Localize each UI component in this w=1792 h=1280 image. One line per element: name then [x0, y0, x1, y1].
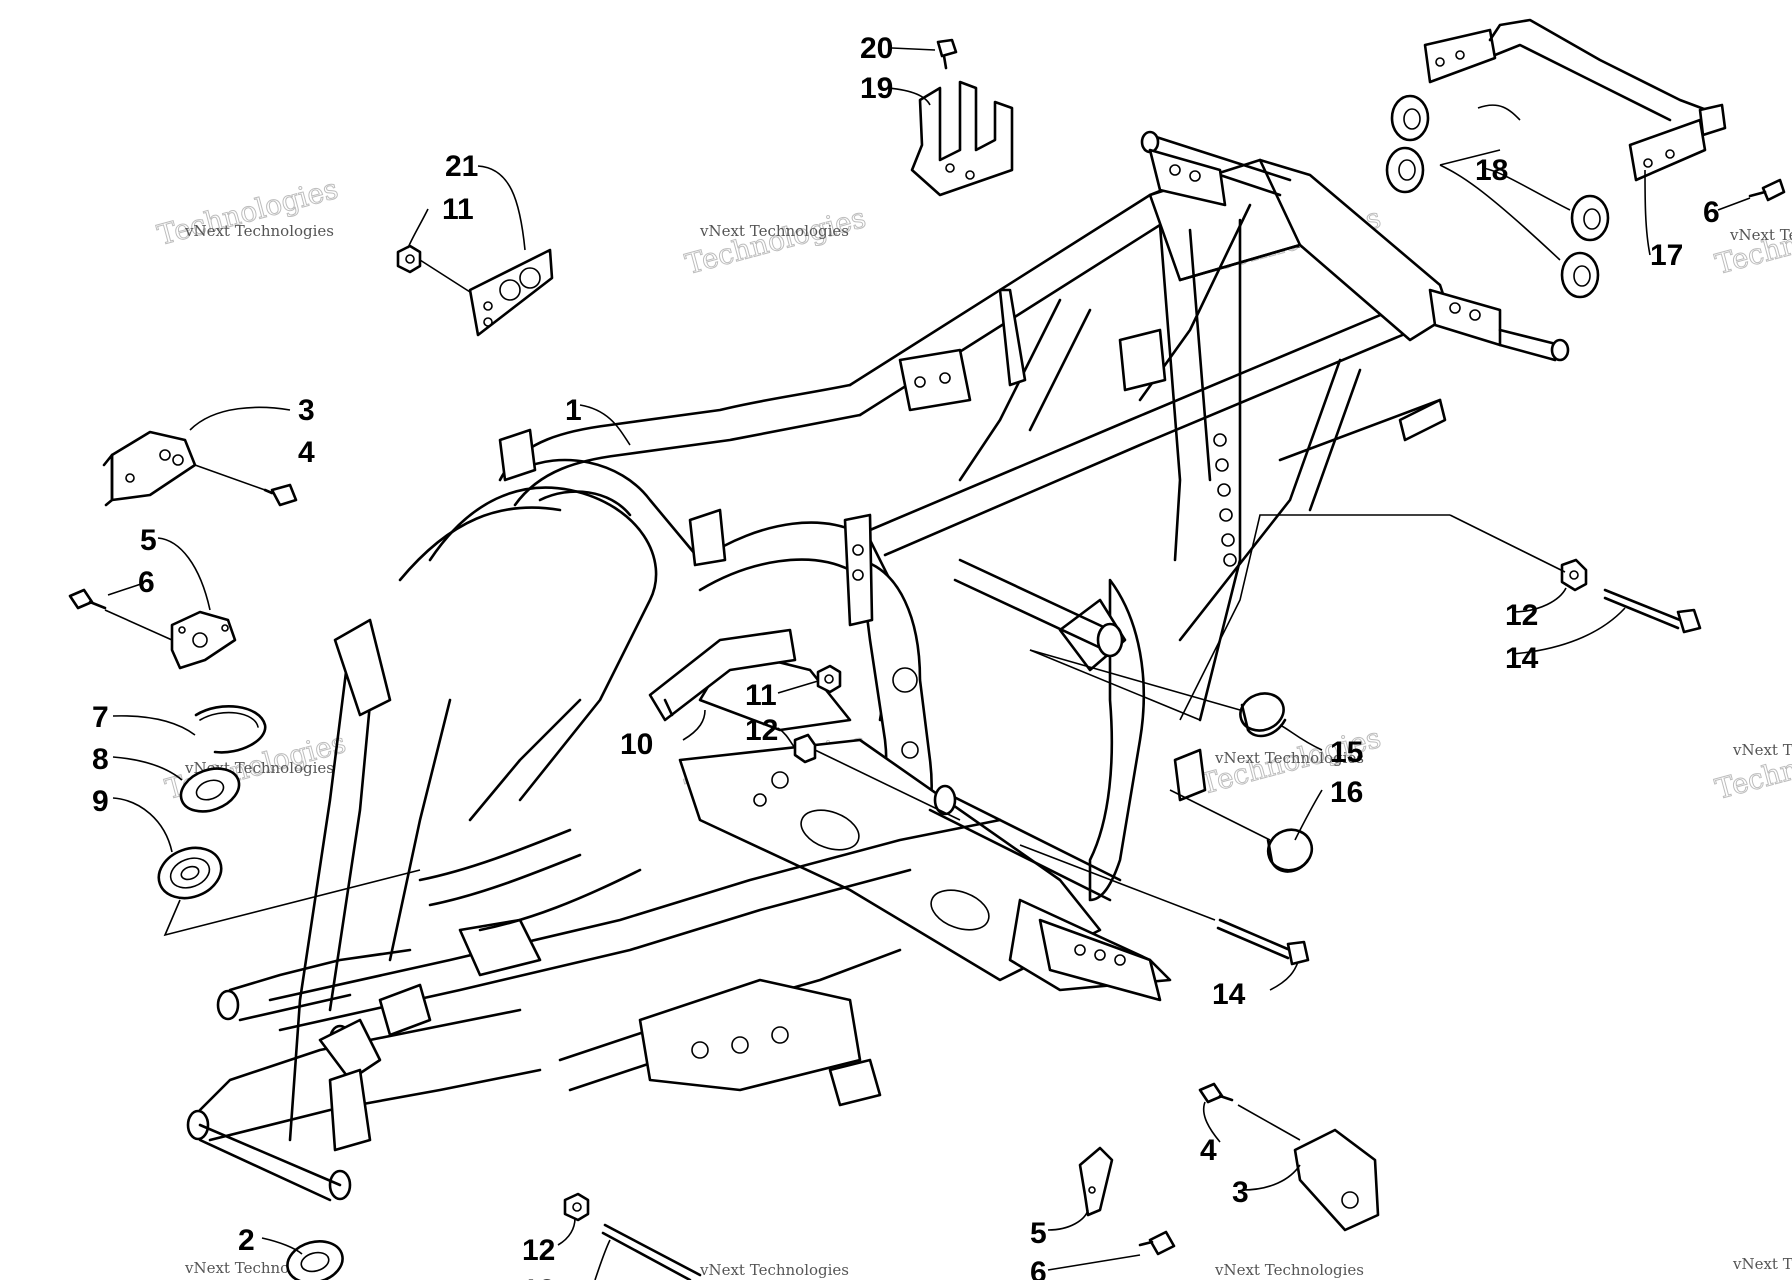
part-5-bracket	[1078, 1146, 1114, 1217]
callout-21: 21	[445, 150, 478, 183]
callout-2: 2	[238, 1224, 255, 1257]
part-16-plug	[1266, 828, 1314, 873]
callout-12: 12	[522, 1274, 555, 1280]
part-10-bracket	[648, 628, 797, 722]
watermark: Technologies vNext Technologies	[681, 201, 870, 282]
leader-line	[814, 749, 961, 821]
part-17-rear-brace	[1423, 18, 1727, 182]
watermark-text: vNext Technologies	[1214, 1261, 1364, 1279]
callout-17: 17	[1650, 239, 1683, 272]
leader-line	[1019, 844, 1216, 921]
watermark: Technologies vNext Technologies	[153, 172, 342, 253]
part-6-bolt	[68, 588, 107, 610]
part-21-bracket-plate	[468, 248, 554, 337]
part-19-shield-bracket	[910, 80, 1014, 197]
watermark-text: vNext Technologies	[1732, 1255, 1792, 1273]
callout-11: 11	[745, 679, 777, 712]
leader-line	[419, 259, 471, 293]
watermark: Technologies vNext Technologies	[1711, 201, 1792, 282]
part-20-bolt	[936, 38, 958, 70]
callout-4: 4	[1200, 1134, 1217, 1167]
main-frame	[186, 130, 1570, 1202]
callout-16: 16	[1330, 776, 1363, 809]
part-12-nut	[563, 1192, 590, 1222]
part-12-nut	[793, 733, 817, 764]
part-18-grommets	[1385, 94, 1610, 299]
callout-20: 20	[860, 32, 893, 65]
callout-6: 6	[1030, 1256, 1047, 1280]
callout-14: 14	[1212, 978, 1246, 1011]
part-12-nut	[1560, 558, 1588, 592]
watermarks: Technologies vNext Technologies Technolo…	[153, 172, 1792, 1279]
part-15-plug	[1239, 692, 1287, 738]
callout-6: 6	[138, 566, 155, 599]
leader-line	[1237, 1104, 1301, 1141]
callout-19: 19	[860, 72, 893, 105]
watermark-text: vNext Technologies	[1729, 226, 1792, 244]
watermark: vNext Technologies	[1732, 1255, 1792, 1273]
part-3-mount-bracket	[1293, 1128, 1380, 1232]
callout-8: 8	[92, 743, 109, 776]
watermark-text-big: Technologies	[682, 201, 870, 281]
leader-line	[1029, 649, 1201, 721]
callout-4: 4	[298, 436, 315, 469]
callout-labels: 20 19 21 11 18 6 17 3 4 1 5 6 7 8 9 10 1…	[92, 32, 1720, 1280]
callout-12: 12	[522, 1234, 555, 1267]
callout-1: 1	[565, 394, 582, 427]
part-4-bolt	[263, 483, 298, 507]
watermark: Technologies vNext Technologies	[1711, 726, 1792, 807]
part-3-mount-bracket	[102, 430, 197, 507]
part-7-snap-ring	[194, 704, 267, 754]
callout-10: 10	[620, 728, 653, 761]
watermark-text-big: Technologies	[1712, 726, 1792, 806]
callout-9: 9	[92, 785, 109, 818]
watermark-text: vNext Technologies	[1214, 749, 1364, 767]
leader-line	[163, 869, 421, 937]
part-9-bearing	[157, 846, 223, 900]
watermark-text: vNext Technologies	[699, 1261, 849, 1279]
part-11-nut	[396, 244, 422, 274]
watermark-text: vNext Technologies	[184, 222, 334, 240]
callout-18: 18	[1475, 154, 1508, 187]
leader-line	[1449, 514, 1566, 573]
callout-14: 14	[1505, 642, 1539, 675]
part-11-nut	[816, 664, 842, 694]
callout-7: 7	[92, 701, 109, 734]
part-2-ring	[286, 1240, 344, 1280]
part-14-bolt	[1603, 588, 1702, 634]
callout-leaders	[107, 47, 1751, 1280]
callout-15: 15	[1330, 736, 1363, 769]
leader-line	[1179, 514, 1450, 721]
callout-5: 5	[1030, 1217, 1047, 1250]
leader-line	[104, 609, 173, 641]
part-6-bolt	[1748, 178, 1786, 202]
part-8-seal	[179, 767, 241, 813]
watermark-text: vNext Technologies	[699, 222, 849, 240]
leader-line	[1169, 789, 1271, 841]
callout-12: 12	[1505, 599, 1538, 632]
callout-3: 3	[298, 394, 315, 427]
callout-11: 11	[442, 193, 474, 226]
callout-12: 12	[745, 714, 778, 747]
callout-6: 6	[1703, 196, 1720, 229]
callout-5: 5	[140, 524, 157, 557]
part-6-bolt	[1138, 1230, 1176, 1256]
leader-line	[194, 464, 266, 491]
part-5-bracket	[170, 610, 237, 670]
watermark: vNext Technologies	[699, 1261, 849, 1279]
leader-line	[1029, 649, 1241, 711]
part-4-bolt	[1198, 1082, 1234, 1104]
part-14-bolt	[1216, 918, 1310, 966]
callout-3: 3	[1232, 1176, 1249, 1209]
watermark-text: vNext Technologies	[1732, 741, 1792, 759]
part-bolt	[601, 1223, 702, 1280]
watermark: vNext Technologies	[1214, 1261, 1364, 1279]
